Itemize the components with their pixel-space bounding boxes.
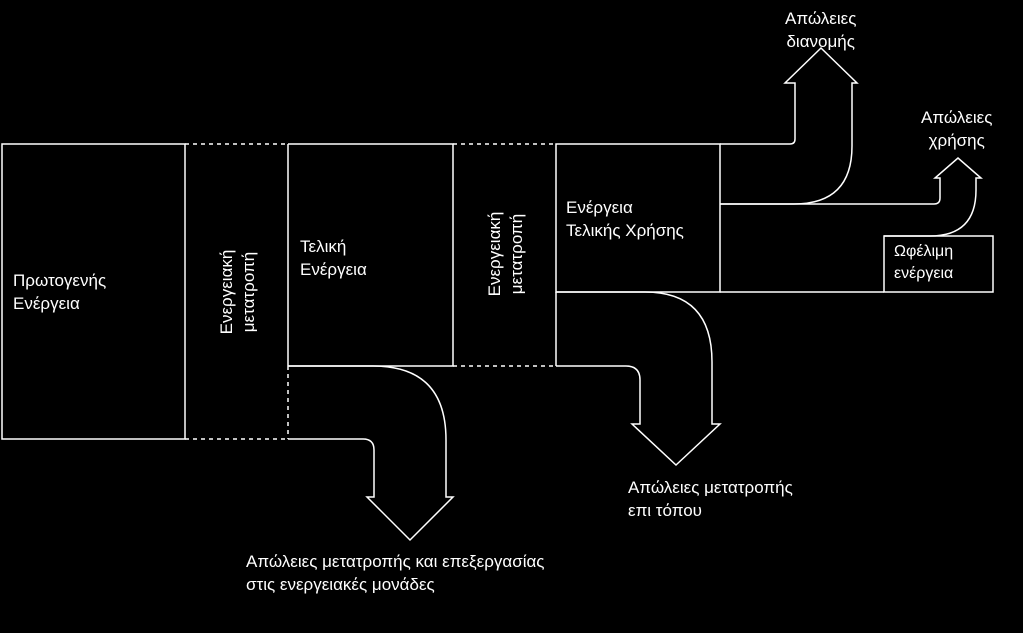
end-use-line1: Ενέργεια (566, 198, 633, 217)
onsite-losses-line2: επι τόπου (628, 501, 702, 520)
useful-energy-label: Ωφέλιμη ενέργεια (894, 241, 953, 285)
conversion-1-line1: Ενεργειακή (217, 249, 236, 335)
distribution-losses-line2: διανομής (786, 32, 855, 51)
end-use-energy-label: Ενέργεια Τελικής Χρήσης (566, 196, 684, 242)
useful-energy-line2: ενέργεια (894, 265, 954, 282)
distribution-losses-line1: Απώλειες (785, 9, 857, 28)
final-energy-line2: Ενέργεια (300, 260, 367, 279)
final-energy-line1: Τελική (300, 237, 347, 256)
conversion-1-label: Ενεργειακή μετατροπή (216, 222, 260, 362)
usage-losses-line1: Απώλειες (921, 108, 993, 127)
onsite-losses-label: Απώλειες μετατροπής επι τόπου (628, 476, 793, 522)
usage-losses-label: Απώλειες χρήσης (921, 106, 992, 152)
distribution-losses-arrow (720, 46, 859, 205)
primary-energy-label: Πρωτογενής Ενέργεια (13, 269, 106, 315)
distribution-losses-label: Απώλειες διανομής (785, 7, 856, 53)
final-energy-label: Τελική Ενέργεια (300, 235, 367, 281)
primary-energy-box (1, 143, 186, 440)
usage-losses-arrow (884, 157, 984, 237)
conversion-1-line2: μετατροπή (239, 251, 258, 333)
usage-losses-line2: χρήσης (928, 131, 985, 150)
onsite-losses-line1: Απώλειες μετατροπής (628, 478, 793, 497)
conversion-2-label: Ενεργειακή μετατροπή (484, 184, 528, 324)
primary-energy-line2: Ενέργεια (13, 294, 80, 313)
end-use-line2: Τελικής Χρήσης (566, 221, 684, 240)
conversion-2-line2: μετατροπή (507, 213, 526, 295)
conversion-2-line1: Ενεργειακή (485, 211, 504, 297)
plant-losses-line2: στις ενεργειακές μονάδες (246, 575, 435, 594)
plant-losses-arrow (288, 365, 455, 542)
plant-losses-label: Απώλειες μετατροπής και επεξεργασίας στι… (246, 550, 545, 596)
primary-energy-line1: Πρωτογενής (13, 271, 107, 290)
onsite-losses-arrow (556, 291, 722, 467)
plant-losses-line1: Απώλειες μετατροπής και επεξεργασίας (246, 552, 545, 571)
useful-energy-line1: Ωφέλιμη (894, 243, 954, 260)
